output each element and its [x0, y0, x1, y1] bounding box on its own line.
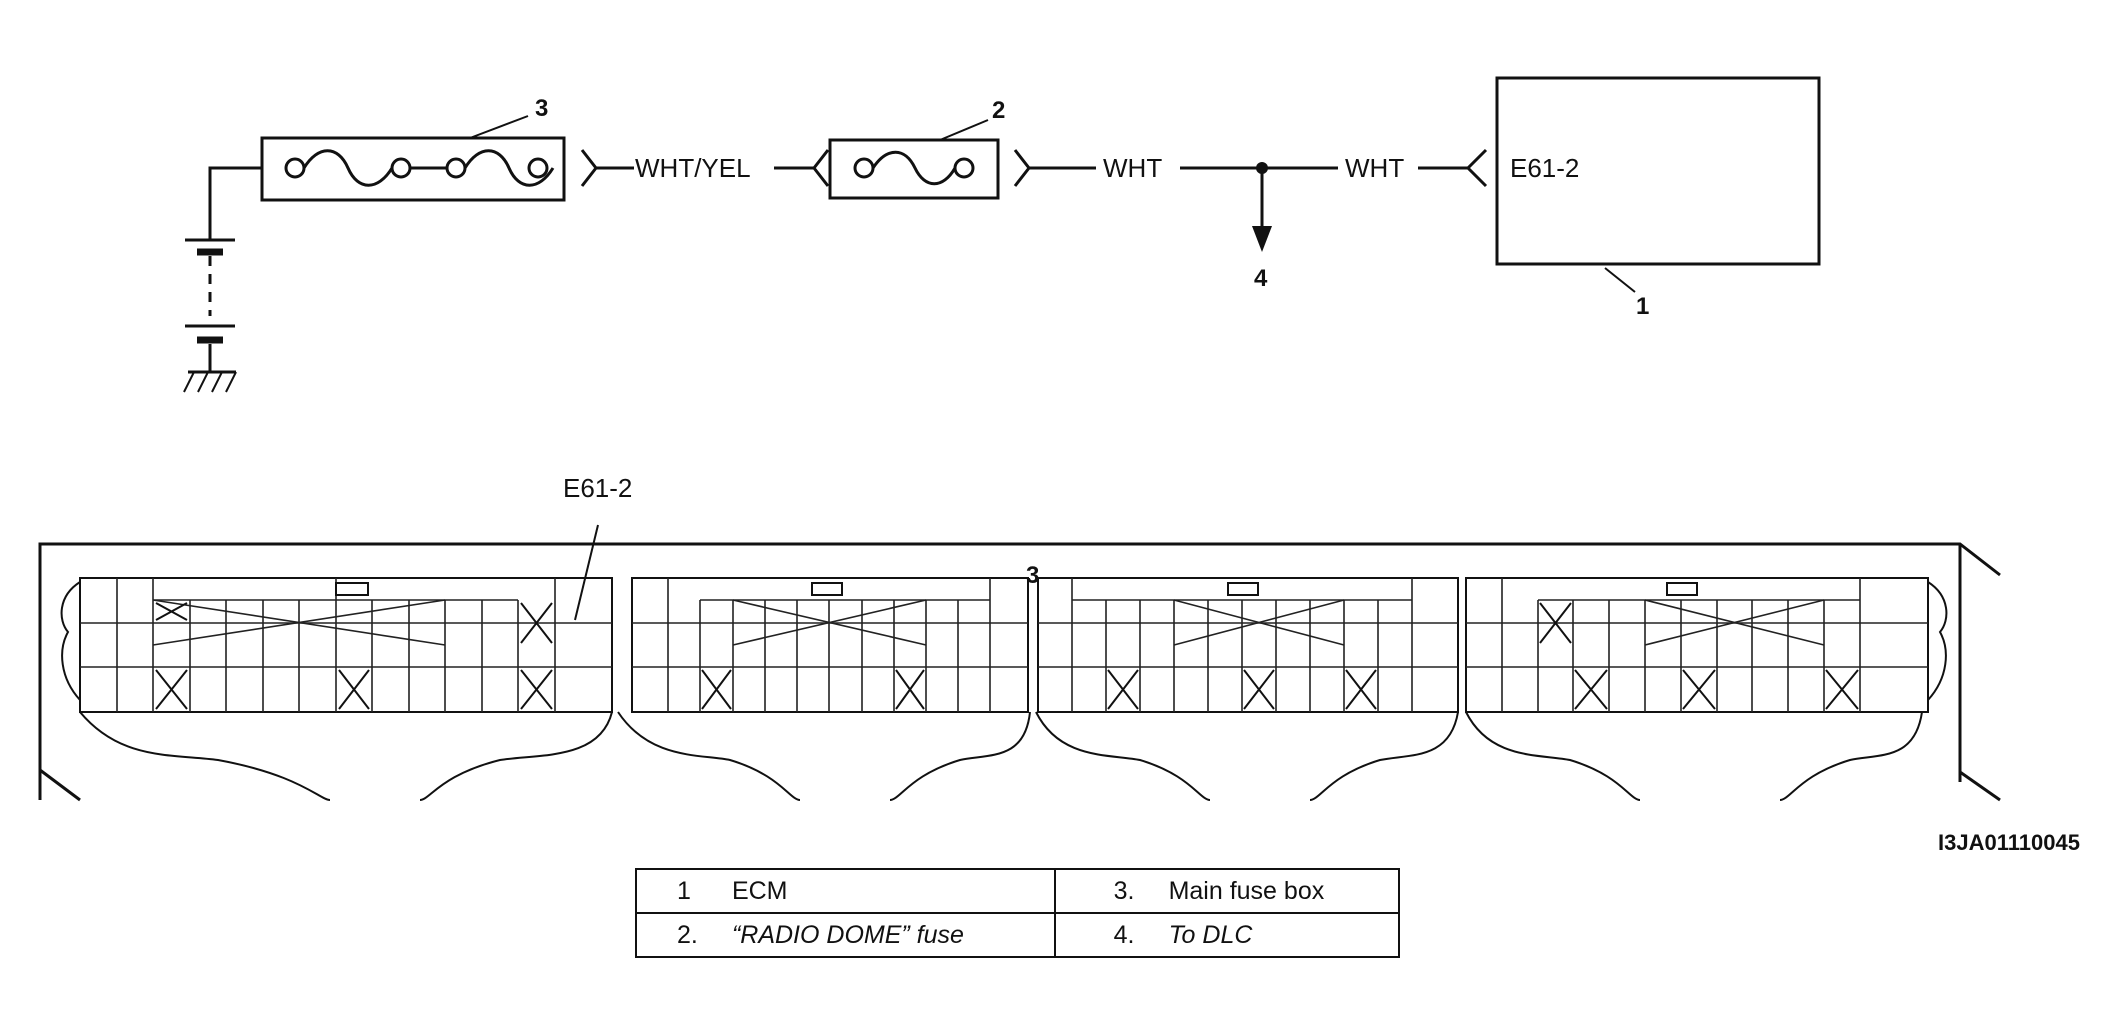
wire-label-wht-2: WHT [1345, 153, 1404, 183]
dlc-branch [1252, 162, 1272, 252]
connector-e61-2 [79, 524, 613, 713]
circuit-schematic: WHT/YEL WHT WHT E61-2 3 2 4 1 [183, 76, 1821, 393]
connector-2 [631, 577, 1029, 713]
ground-symbol [183, 370, 237, 393]
callout-3: 3 [535, 95, 548, 122]
legend-text: To DLC [1168, 920, 1253, 949]
wire-label-wht-1: WHT [1103, 153, 1162, 183]
legend-table: 1 ECM 3. Main fuse box 2. “RADIO DOME” f… [635, 868, 1401, 958]
legend-number: 3. [1113, 876, 1135, 905]
callout-2: 2 [992, 97, 1005, 124]
image-code: I3JA01110045 [1938, 830, 2080, 855]
legend-number: 2. [677, 920, 698, 949]
wire-label-wht-yel: WHT/YEL [635, 153, 751, 183]
connector-3 [1037, 577, 1459, 713]
ecm-box [1456, 76, 1821, 293]
legend-cell: 2. “RADIO DOME” fuse [635, 912, 1056, 958]
battery-symbol [185, 166, 262, 372]
ecm-connector-label: E61-2 [1510, 153, 1579, 183]
connector-view: E61-2 3 [38, 473, 2001, 802]
legend-cell: 4. To DLC [1053, 912, 1401, 958]
legend-number: 4. [1113, 920, 1135, 949]
legend-row: 2. “RADIO DOME” fuse 4. To DLC [635, 912, 1401, 958]
legend-cell: 3. Main fuse box [1053, 868, 1401, 914]
wire-harness [79, 711, 1923, 801]
connector-e61-2-label: E61-2 [563, 473, 632, 503]
legend-row: 1 ECM 3. Main fuse box [635, 868, 1401, 914]
callout-1: 1 [1636, 293, 1649, 320]
callout-4: 4 [1254, 265, 1268, 292]
connector-callout-3: 3 [1026, 562, 1039, 589]
legend-text: Main fuse box [1168, 876, 1325, 905]
radio-dome-fuse [812, 119, 1031, 200]
legend-number: 1 [677, 876, 691, 905]
legend-cell: 1 ECM [635, 868, 1056, 914]
legend-text: “RADIO DOME” fuse [731, 920, 964, 949]
main-fuse-box [260, 115, 598, 202]
connector-4 [1465, 577, 1929, 713]
legend-text: ECM [731, 876, 788, 905]
